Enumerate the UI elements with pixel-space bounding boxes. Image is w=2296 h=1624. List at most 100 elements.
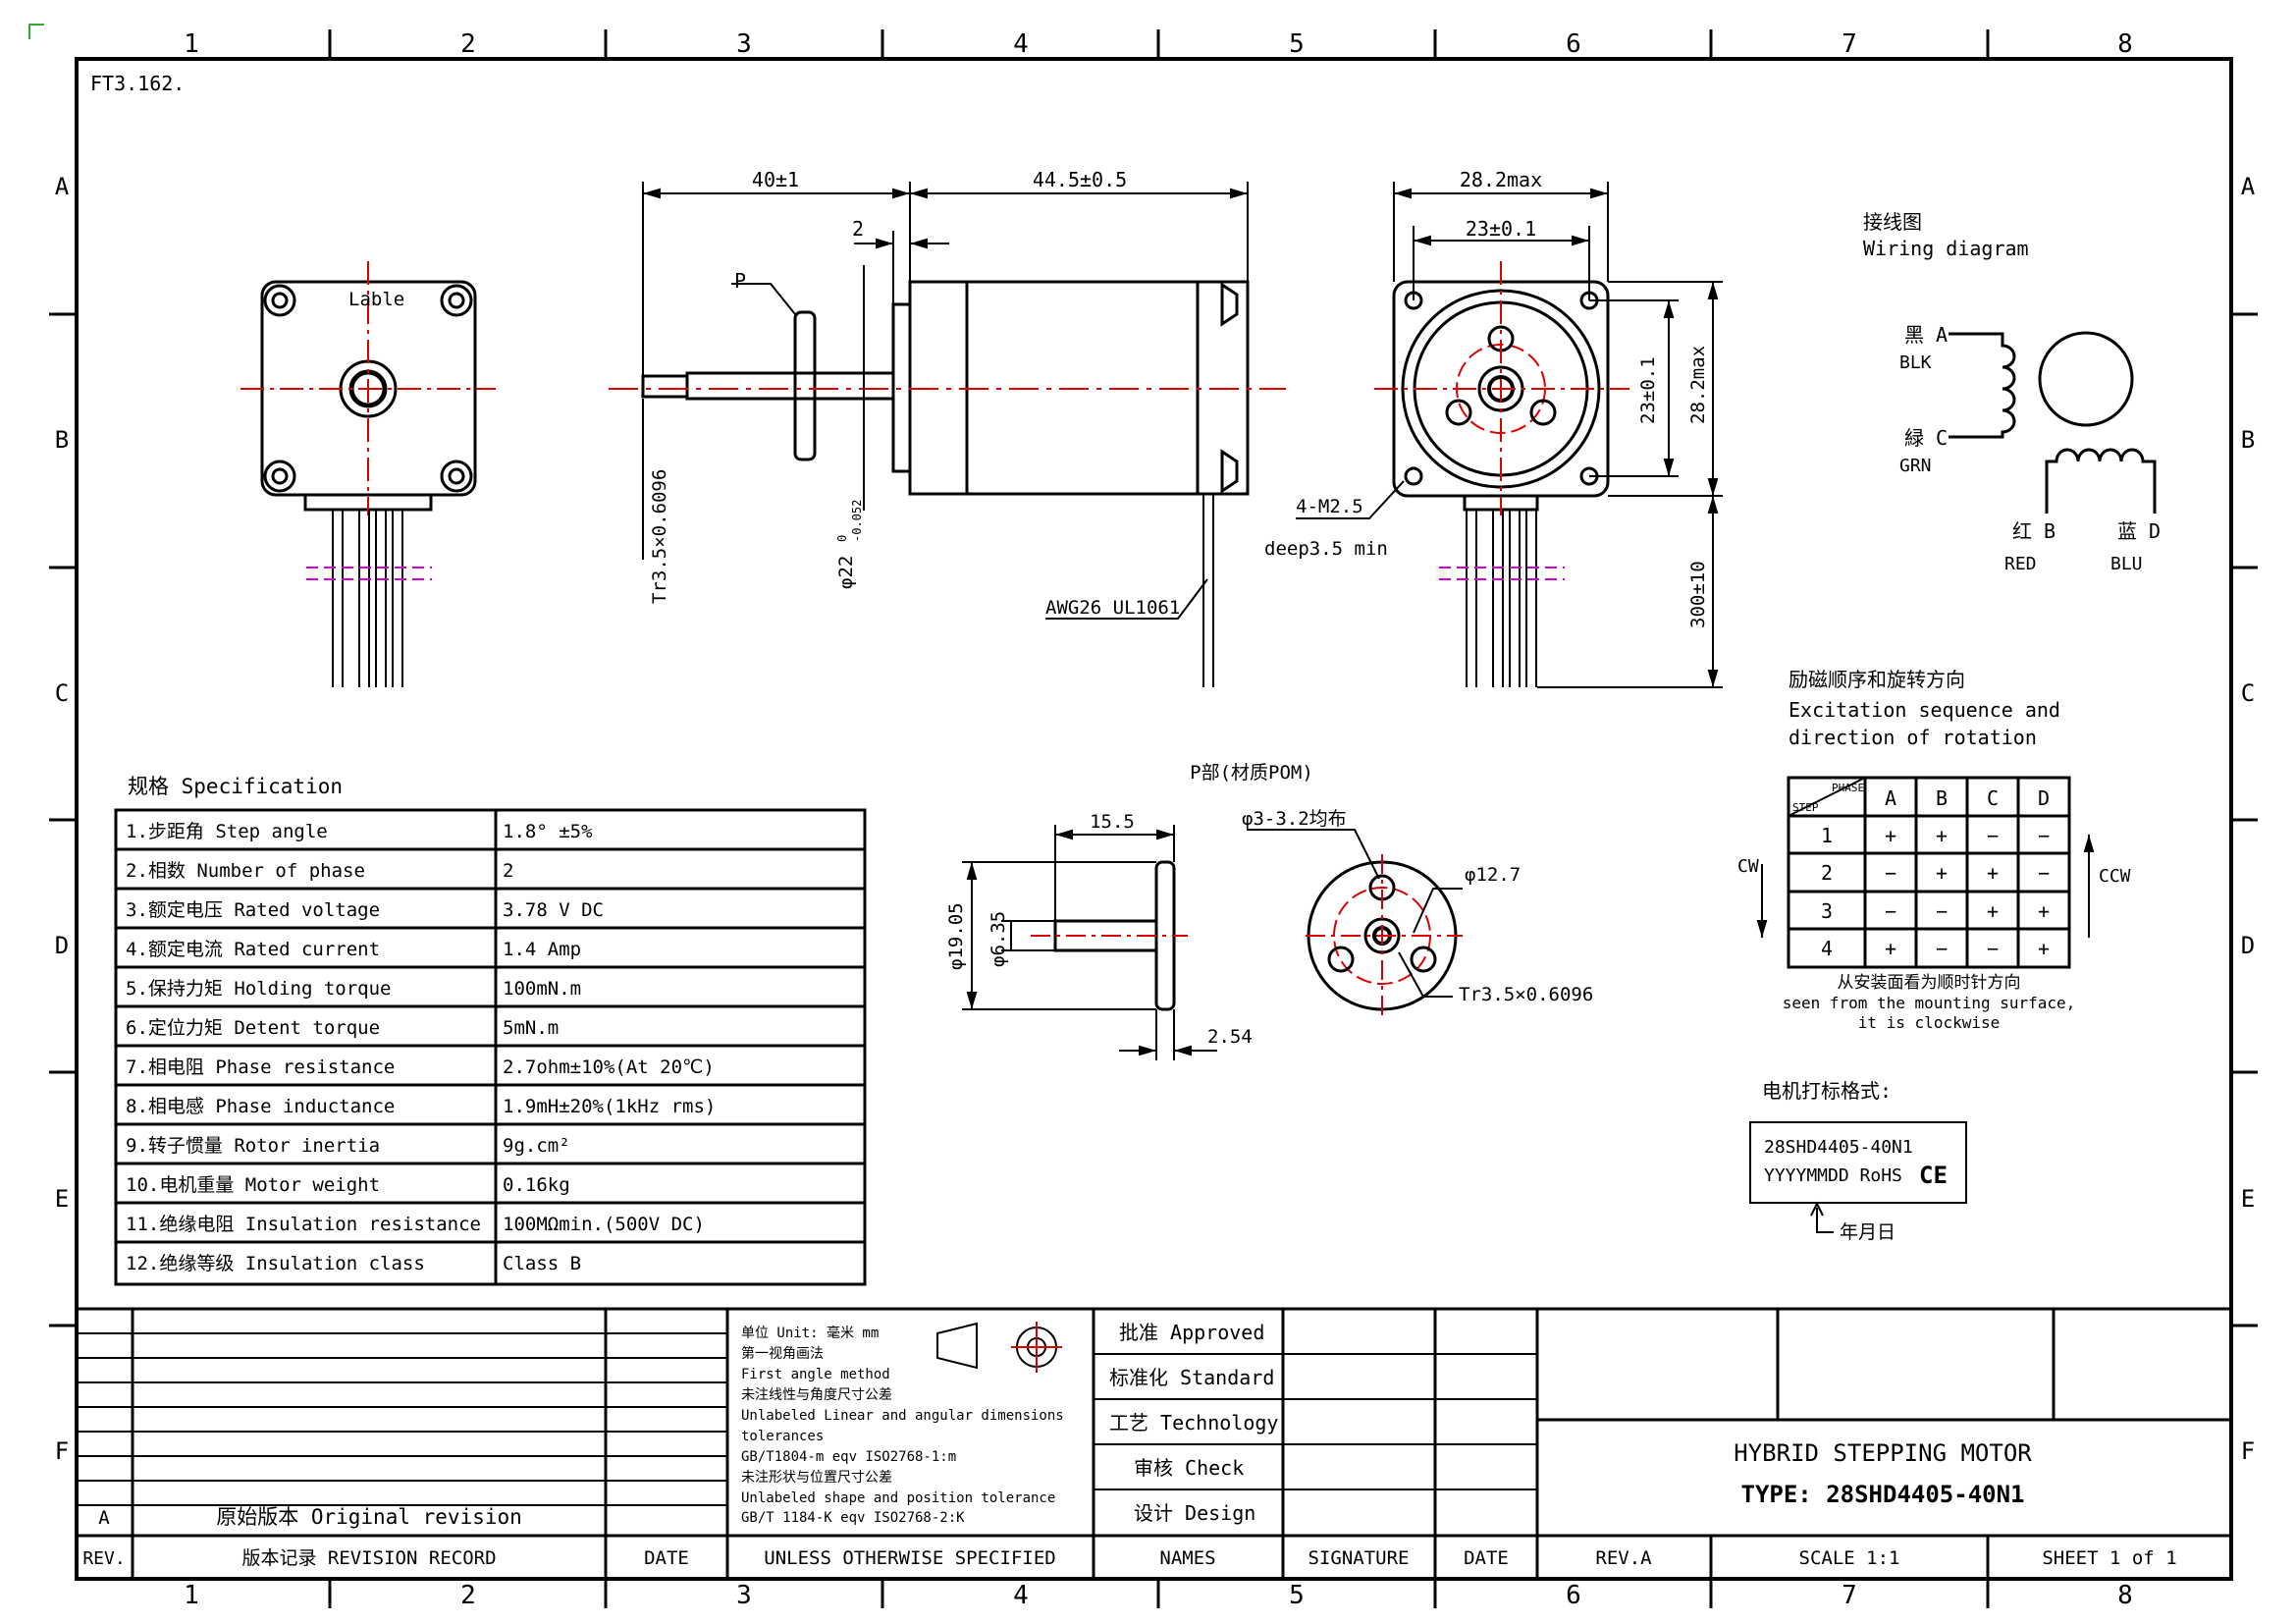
spec-val: 1.8° ±5% — [503, 821, 593, 842]
grid-columns-top: 1 2 3 4 5 6 7 8 — [184, 29, 2133, 59]
approvals: 批准 Approved 标准化 Standard 工艺 Technology 审… — [1109, 1321, 1278, 1525]
exc-step: 3 — [1821, 899, 1833, 923]
spec-val: 100MΩmin.(500V DC) — [503, 1214, 705, 1235]
p-len: 15.5 — [1090, 811, 1135, 833]
note-line: Unlabeled Linear and angular dimensions — [741, 1408, 1064, 1424]
grid-ticks — [49, 29, 2258, 1608]
grid-columns-bottom: 1 2 3 4 5 6 7 8 — [184, 1581, 2133, 1610]
grid-row: E — [2241, 1185, 2255, 1213]
spec-key: 10.电机重量 Motor weight — [126, 1174, 380, 1196]
approval-label: 标准化 Standard — [1109, 1366, 1274, 1389]
dim-len1: 40±1 — [752, 168, 799, 191]
excitation-table — [1756, 776, 2095, 969]
excitation-title-cn: 励磁顺序和旋转方向 — [1789, 668, 1965, 691]
grid-rows-left: A B C D E F — [55, 173, 70, 1465]
p-dia-inner: φ6.35 — [988, 911, 1009, 967]
mount-depth-label: deep3.5 min — [1264, 538, 1388, 560]
spec-key: 6.定位力矩 Detent torque — [126, 1017, 380, 1039]
p-callout: P — [734, 269, 746, 293]
spec-key: 8.相电感 Phase inductance — [126, 1096, 395, 1117]
dim-thread: Tr3.5×0.6096 — [649, 469, 670, 604]
exc-header: A — [1885, 786, 1896, 810]
p-holes: φ3-3.2均布 — [1242, 808, 1347, 830]
wiring-title-en: Wiring diagram — [1863, 237, 2029, 260]
wire-a-color: BLK — [1899, 352, 1932, 373]
exc-cell: + — [1987, 861, 1999, 885]
cw-label: CW — [1737, 856, 1759, 877]
exc-step: 1 — [1821, 824, 1833, 847]
approval-label: 工艺 Technology — [1109, 1411, 1278, 1435]
title-block — [77, 1307, 2231, 1579]
dim-size-max-v: 28.2max — [1687, 346, 1709, 424]
product-type: TYPE: 28SHD4405-40N1 — [1741, 1481, 2025, 1508]
exc-header: D — [2038, 786, 2050, 810]
rev-a: REV.A — [1595, 1547, 1652, 1569]
spec-val: 1.9mH±20%(1kHz rms) — [503, 1096, 716, 1117]
wiring-coils — [1949, 331, 2157, 514]
note-line: Unlabeled shape and position tolerance — [741, 1490, 1055, 1506]
side-dims — [642, 182, 1249, 620]
dim-shaft-dia: φ22 — [835, 556, 857, 589]
lable-text: Lable — [348, 289, 404, 310]
date-pointer — [1816, 1208, 1834, 1233]
header-rev: REV. — [82, 1548, 125, 1569]
wire-b-label: 红 B — [2012, 519, 2056, 543]
grid-col: 3 — [736, 1581, 752, 1610]
grid-row: A — [55, 173, 70, 200]
marking-line2: YYYYMMDD RoHS — [1764, 1165, 1902, 1186]
exc-cell: + — [2038, 899, 2050, 923]
header-names: NAMES — [1159, 1547, 1215, 1569]
part-p-title: P部(材质POM) — [1190, 762, 1313, 784]
approval-label: 审核 Check — [1134, 1456, 1244, 1480]
wire-b-color: RED — [2004, 554, 2037, 574]
front-view — [1374, 261, 1629, 687]
exc-cell: − — [1936, 899, 1948, 923]
exc-cell: − — [1885, 861, 1896, 885]
sheet-border — [75, 57, 2233, 1581]
p-thickness: 2.54 — [1207, 1026, 1253, 1048]
exc-cell: − — [2038, 824, 2050, 847]
exc-cell: + — [1936, 861, 1948, 885]
spec-val: 5mN.m — [503, 1017, 559, 1039]
ce-mark: CE — [1919, 1162, 1948, 1189]
spec-key: 11.绝缘电阻 Insulation resistance — [126, 1214, 481, 1235]
front-dims — [1296, 182, 1723, 688]
spec-key: 9.转子惯量 Rotor inertia — [126, 1135, 380, 1157]
note-line: First angle method — [741, 1367, 890, 1382]
exc-cell: − — [1885, 899, 1896, 923]
grid-rows-right: A B C D E F — [2241, 173, 2256, 1465]
grid-row: B — [55, 426, 69, 454]
rev-desc: 原始版本 Original revision — [216, 1505, 522, 1529]
exc-cell: − — [2038, 861, 2050, 885]
mount-holes-label: 4-M2.5 — [1296, 496, 1363, 517]
grid-row: C — [2241, 679, 2255, 707]
dim-shaft-tol-lower: -0.052 — [850, 500, 864, 542]
grid-col: 8 — [2117, 29, 2133, 59]
note-line: 未注形状与位置尺寸公差 — [741, 1470, 892, 1486]
note-line: 单位 Unit: 毫米 mm — [741, 1325, 879, 1341]
grid-row: A — [2241, 173, 2256, 200]
exc-cell: + — [2038, 937, 2050, 960]
approval-label: 设计 Design — [1134, 1501, 1255, 1525]
header-date2: DATE — [1464, 1547, 1509, 1569]
phase-corner-label: PHASE — [1832, 782, 1864, 794]
dim-len2: 44.5±0.5 — [1033, 168, 1127, 191]
grid-col: 2 — [460, 29, 476, 59]
product-name: HYBRID STEPPING MOTOR — [1734, 1439, 2032, 1467]
exc-cell: + — [1885, 824, 1896, 847]
grid-row: B — [2241, 426, 2255, 454]
marking-box — [1749, 1121, 1967, 1204]
spec-val: 2 — [503, 860, 513, 882]
grid-col: 6 — [1566, 29, 1581, 59]
awg-label: AWG26 UL1061 — [1045, 597, 1180, 619]
wire-c-label: 緑 C — [1904, 426, 1948, 450]
exc-header: C — [1987, 786, 1999, 810]
grid-col: 4 — [1013, 29, 1029, 59]
note-line: tolerances — [741, 1429, 824, 1444]
spec-key: 2.相数 Number of phase — [126, 860, 365, 882]
spec-val: 1.4 Amp — [503, 939, 581, 960]
exc-cell: − — [1987, 937, 1999, 960]
note-line: GB/T 1184-K eqv ISO2768-2:K — [741, 1510, 965, 1526]
grid-col: 1 — [184, 29, 199, 59]
